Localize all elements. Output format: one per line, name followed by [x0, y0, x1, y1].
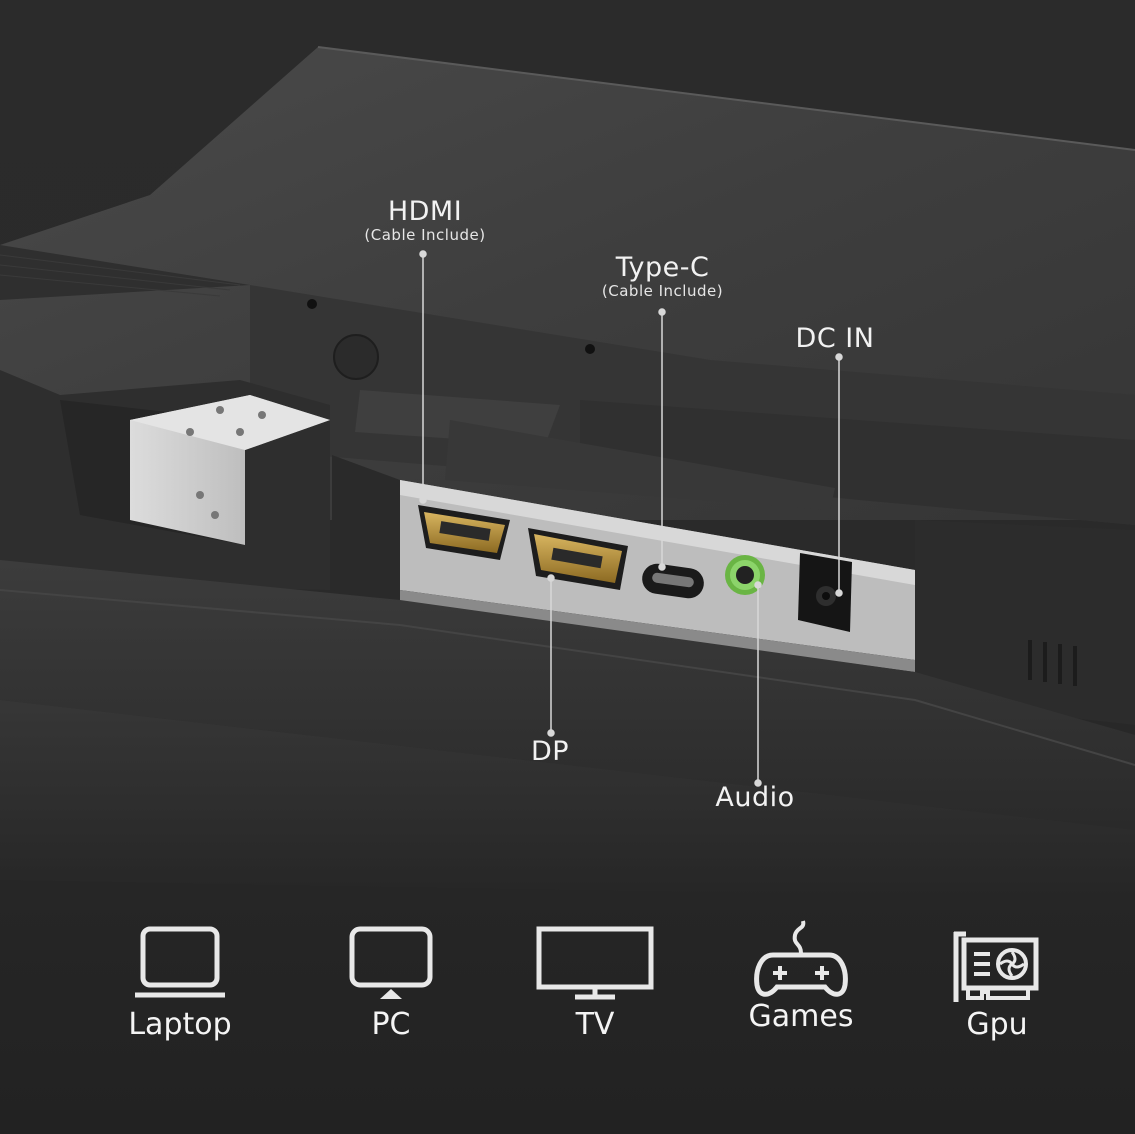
typec-callout: Type-C (Cable Include) [590, 253, 735, 300]
hdmi-label: HDMI [387, 196, 463, 227]
device-label-pc: PC [371, 1007, 411, 1042]
device-label-tv: TV [575, 1007, 615, 1042]
dcin-callout: DC IN [785, 324, 885, 354]
device-label-games: Games [748, 999, 854, 1034]
tv-icon [536, 926, 654, 1000]
typec-note: (Cable Include) [601, 282, 724, 300]
typec-label: Type-C [615, 252, 710, 283]
device-gpu: Gpu [917, 922, 1077, 1042]
dp-label: DP [530, 736, 570, 767]
audio-callout: Audio [705, 783, 805, 813]
usb-c-port [642, 563, 704, 599]
gamepad-icon [754, 920, 848, 997]
device-games: Games [721, 915, 881, 1034]
hdmi-port [418, 505, 510, 560]
dcin-label: DC IN [795, 323, 875, 354]
device-label-gpu: Gpu [966, 1007, 1028, 1042]
laptop-icon [135, 926, 225, 998]
hdmi-note: (Cable Include) [364, 226, 486, 244]
monitor-icon [349, 926, 433, 999]
monitor-bottom-edge [0, 560, 1135, 830]
device-label-laptop: Laptop [128, 1007, 232, 1042]
graphics-card-icon [953, 931, 1039, 1002]
displayport-port [528, 528, 628, 590]
dp-callout: DP [520, 737, 580, 767]
audio-jack [725, 555, 765, 595]
device-laptop: Laptop [100, 925, 260, 1042]
device-pc: PC [311, 925, 471, 1042]
device-tv: TV [515, 925, 675, 1042]
hdmi-callout: HDMI (Cable Include) [355, 197, 495, 244]
audio-label: Audio [715, 782, 795, 813]
dc-in-port [798, 553, 852, 632]
